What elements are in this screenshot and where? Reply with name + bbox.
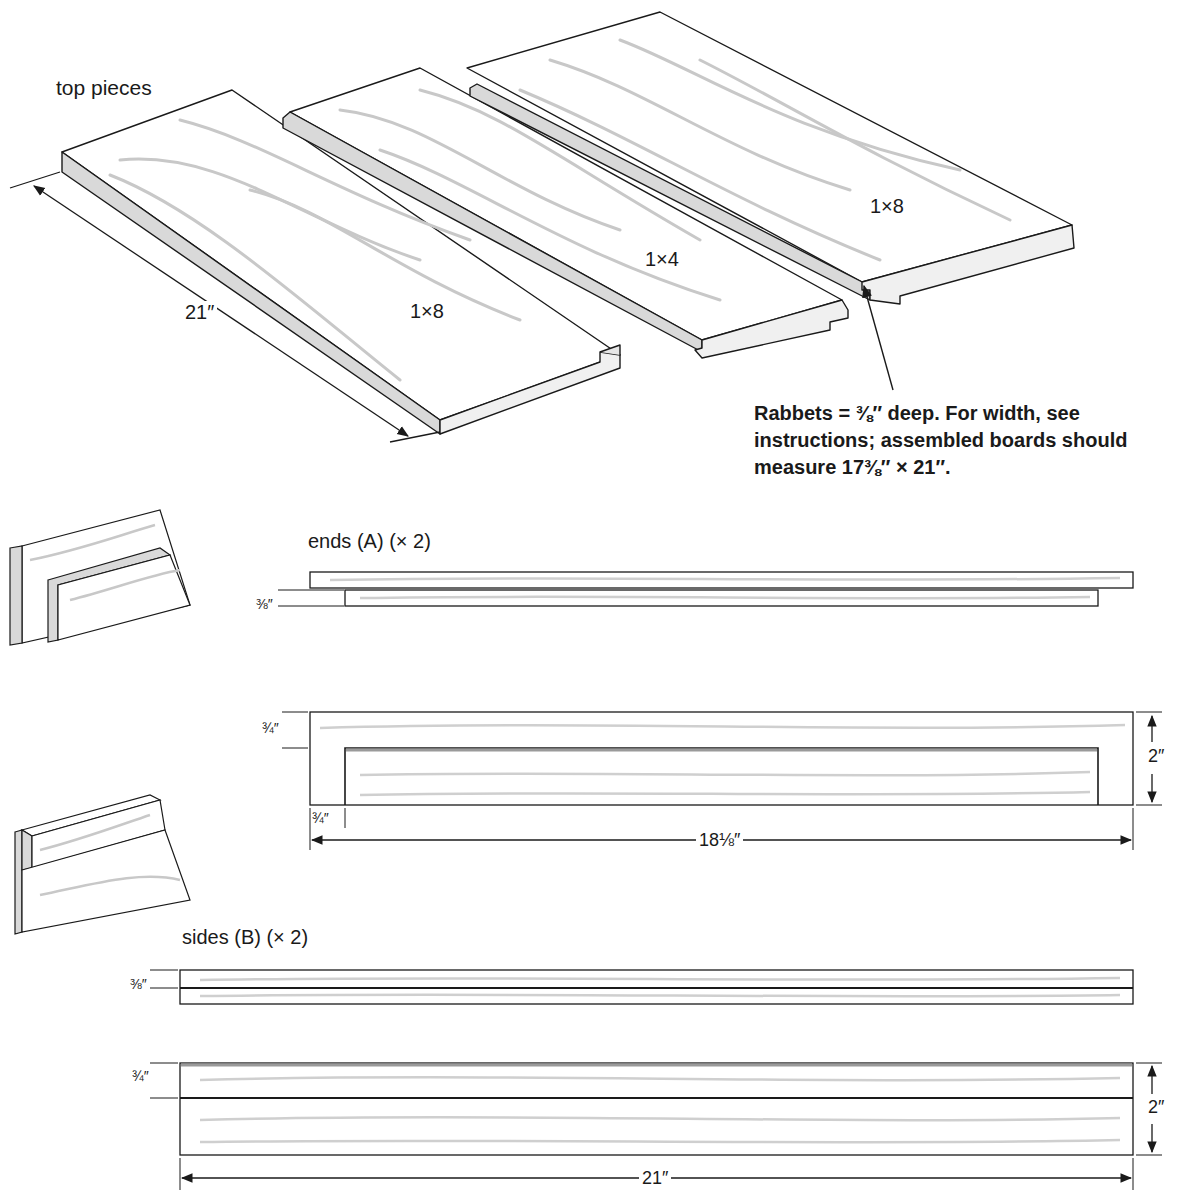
dimension: ¾″	[262, 720, 279, 736]
dimension: ¾″	[312, 810, 329, 826]
dimension: ¾″	[132, 1068, 149, 1084]
ends-icon	[10, 510, 190, 645]
dimension: 18⅛″	[696, 830, 743, 851]
dimension: 21″	[182, 301, 217, 324]
ends-face-view	[282, 712, 1162, 850]
leader-line	[864, 286, 893, 390]
ends-edge-view	[278, 572, 1133, 606]
dimension: 2″	[1145, 1097, 1167, 1118]
dimension: ⅜″	[256, 596, 273, 612]
dimension: 21″	[639, 1168, 671, 1189]
sides-edge-view	[150, 970, 1133, 1004]
sides-face-view	[150, 1063, 1162, 1190]
board-right	[467, 12, 1074, 304]
board-size: 1×8	[410, 300, 444, 323]
sides-icon	[15, 795, 190, 934]
dimension: 2″	[1145, 746, 1167, 767]
dimension: ⅜″	[130, 976, 147, 992]
part-name: ends (A) (× 2)	[308, 530, 431, 553]
section-title: top pieces	[56, 76, 152, 100]
part-name: sides (B) (× 2)	[182, 926, 308, 949]
dimension-line	[10, 172, 440, 442]
board-size: 1×4	[645, 248, 679, 271]
wood-grain	[520, 40, 1010, 260]
note: Rabbets = ⅜″ deep. For width, see instru…	[754, 400, 1154, 481]
board-size: 1×8	[870, 195, 904, 218]
